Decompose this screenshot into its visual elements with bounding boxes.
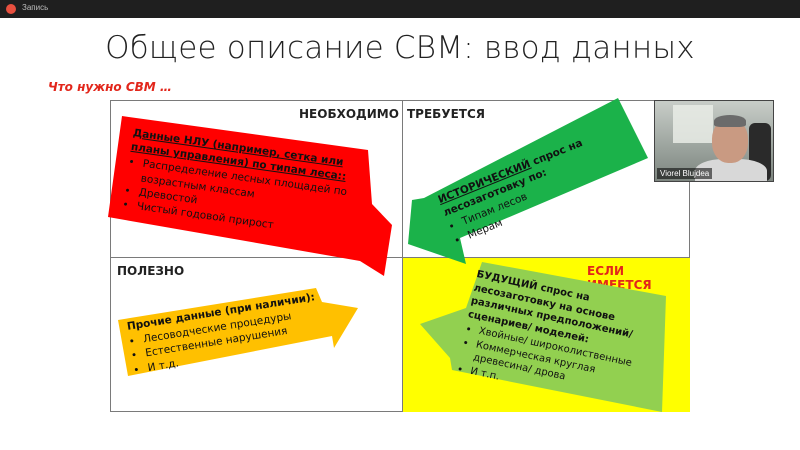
quadrant-label-necessary: НЕОБХОДИМО [299, 107, 399, 121]
presentation-slide: Общее описание СВМ: ввод данных Что нужн… [0, 18, 800, 450]
slide-subtitle: Что нужно СВМ … [48, 80, 172, 94]
recording-icon [6, 4, 16, 14]
grid-vertical-divider [402, 101, 403, 411]
slide-title: Общее описание СВМ: ввод данных [105, 30, 695, 66]
video-participant-hair [714, 115, 746, 127]
quadrant-label-if-available: ЕСЛИ ИМЕЕТСЯ [587, 264, 652, 292]
grid-horizontal-divider [111, 257, 689, 258]
participant-video-tile[interactable]: Viorel Blujdea [654, 100, 774, 182]
meeting-top-bar: Запись [0, 0, 800, 18]
video-participant-body [695, 159, 767, 181]
quadrant-label-useful: ПОЛЕЗНО [117, 264, 185, 278]
quadrant-label-required: ТРЕБУЕТСЯ [407, 107, 486, 121]
participant-name-label: Viorel Blujdea [657, 168, 713, 179]
recording-label: Запись [22, 3, 49, 12]
video-window-light [673, 105, 713, 143]
